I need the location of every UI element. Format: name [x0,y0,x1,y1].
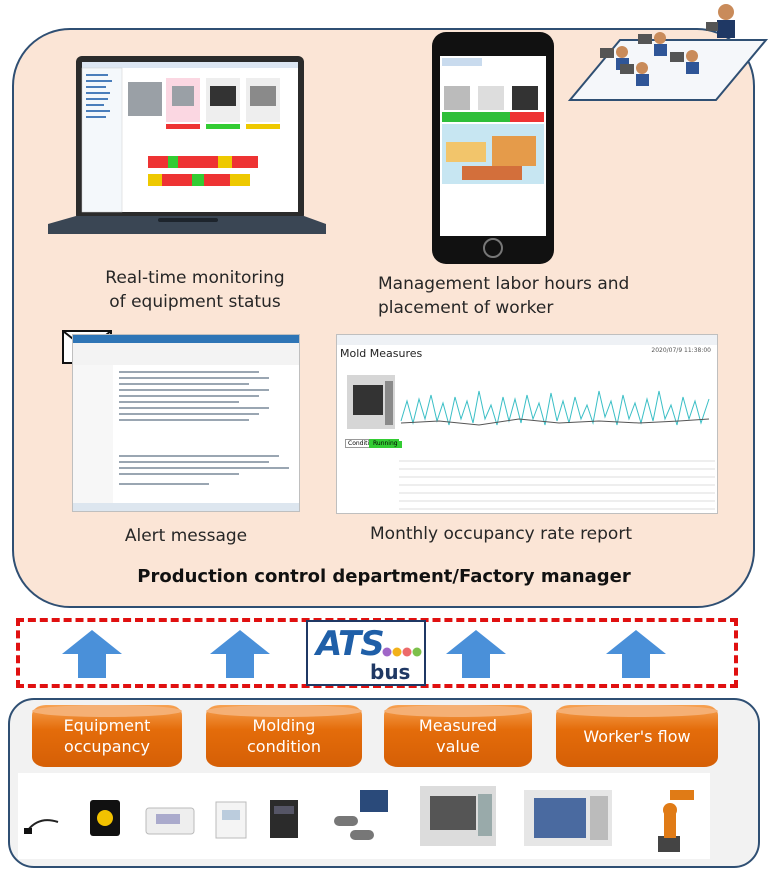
smartphone-screenshot [432,32,554,264]
machine-image [347,375,395,429]
ats-bus-logo: ATS bus [306,620,426,686]
io-module-icon [215,801,247,839]
up-arrow-icon [62,630,122,678]
robot-arm-icon [658,790,694,852]
plc-module-icon [270,800,298,838]
lathe-machine-icon [420,786,496,846]
category-molding-condition: Molding condition [206,705,362,767]
up-arrow-icon [606,630,666,678]
logo-dots [382,647,422,657]
worker-icon-2 [638,32,667,56]
caption-labor: Management labor hours and placement of … [378,274,630,318]
series-pressure [400,418,710,426]
current-sensor-icon [90,800,120,836]
category-measured-value: Measured value [384,705,532,767]
report-window: Mold Measures 2020/07/9 11:38:00 Conditi… [336,334,718,514]
temperature-sensor-icon [24,819,59,834]
machining-center-icon [524,790,612,846]
footer-title: Production control department/Factory ma… [137,566,631,587]
laptop-screenshot [48,56,326,246]
category-workers-flow: Worker's flow [556,705,718,767]
worker-icon-4 [670,50,699,74]
data-logger-icon [145,807,195,835]
report-date: 2020/07/9 11:38:00 [651,347,711,354]
category-equipment-occupancy: Equipment occupancy [32,705,182,767]
office-workers-illustration [567,4,768,101]
email-client-screenshot [72,334,300,512]
report-toolbar [337,335,717,345]
caption-monitoring: Real-time monitoring of equipment status [105,268,285,312]
caption-alert: Alert message [124,526,248,546]
series-temperature [400,390,710,426]
worker-icon-3 [620,62,649,86]
manager-icon [706,4,735,38]
report-title: Mold Measures [340,347,423,360]
up-arrow-icon [446,630,506,678]
running-button[interactable]: Running [369,439,402,448]
proximity-sensor-icon [334,790,388,840]
caption-report: Monthly occupancy rate report [370,524,632,544]
measures-table [399,453,715,513]
up-arrow-icon [210,630,270,678]
measures-line-chart [399,361,715,441]
